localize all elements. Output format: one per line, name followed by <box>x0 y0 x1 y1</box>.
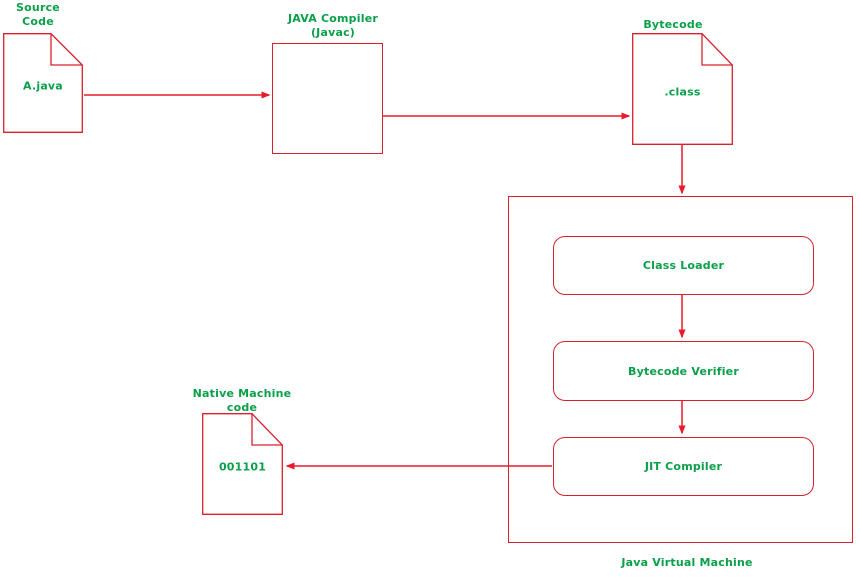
bytecode-title: Bytecode <box>643 18 703 31</box>
java-compiler-box <box>272 43 383 154</box>
bytecode-file-name: .class <box>664 85 701 99</box>
class-loader-box: Class Loader <box>553 236 814 295</box>
file-icon <box>632 33 733 145</box>
jvm-caption: Java Virtual Machine <box>621 556 753 569</box>
native-code-document: 001101 <box>202 413 283 515</box>
jit-compiler-box: JIT Compiler <box>553 437 814 496</box>
source-code-title: Source Code <box>16 1 60 28</box>
class-loader-label: Class Loader <box>642 259 725 272</box>
jvm-container: Class Loader Bytecode Verifier JIT Compi… <box>508 196 853 543</box>
java-compiler-title: JAVA Compiler (Javac) <box>288 12 378 39</box>
bytecode-verifier-box: Bytecode Verifier <box>553 341 814 401</box>
native-machine-code-title: Native Machine code <box>192 387 292 414</box>
source-code-document: A.java <box>3 33 83 133</box>
file-icon <box>202 413 283 515</box>
file-icon <box>3 33 83 133</box>
bytecode-document: .class <box>632 33 733 145</box>
bytecode-verifier-label: Bytecode Verifier <box>628 364 739 378</box>
source-file-name: A.java <box>23 79 63 93</box>
native-code-value: 001101 <box>218 460 267 474</box>
jit-compiler-label: JIT Compiler <box>644 460 723 473</box>
